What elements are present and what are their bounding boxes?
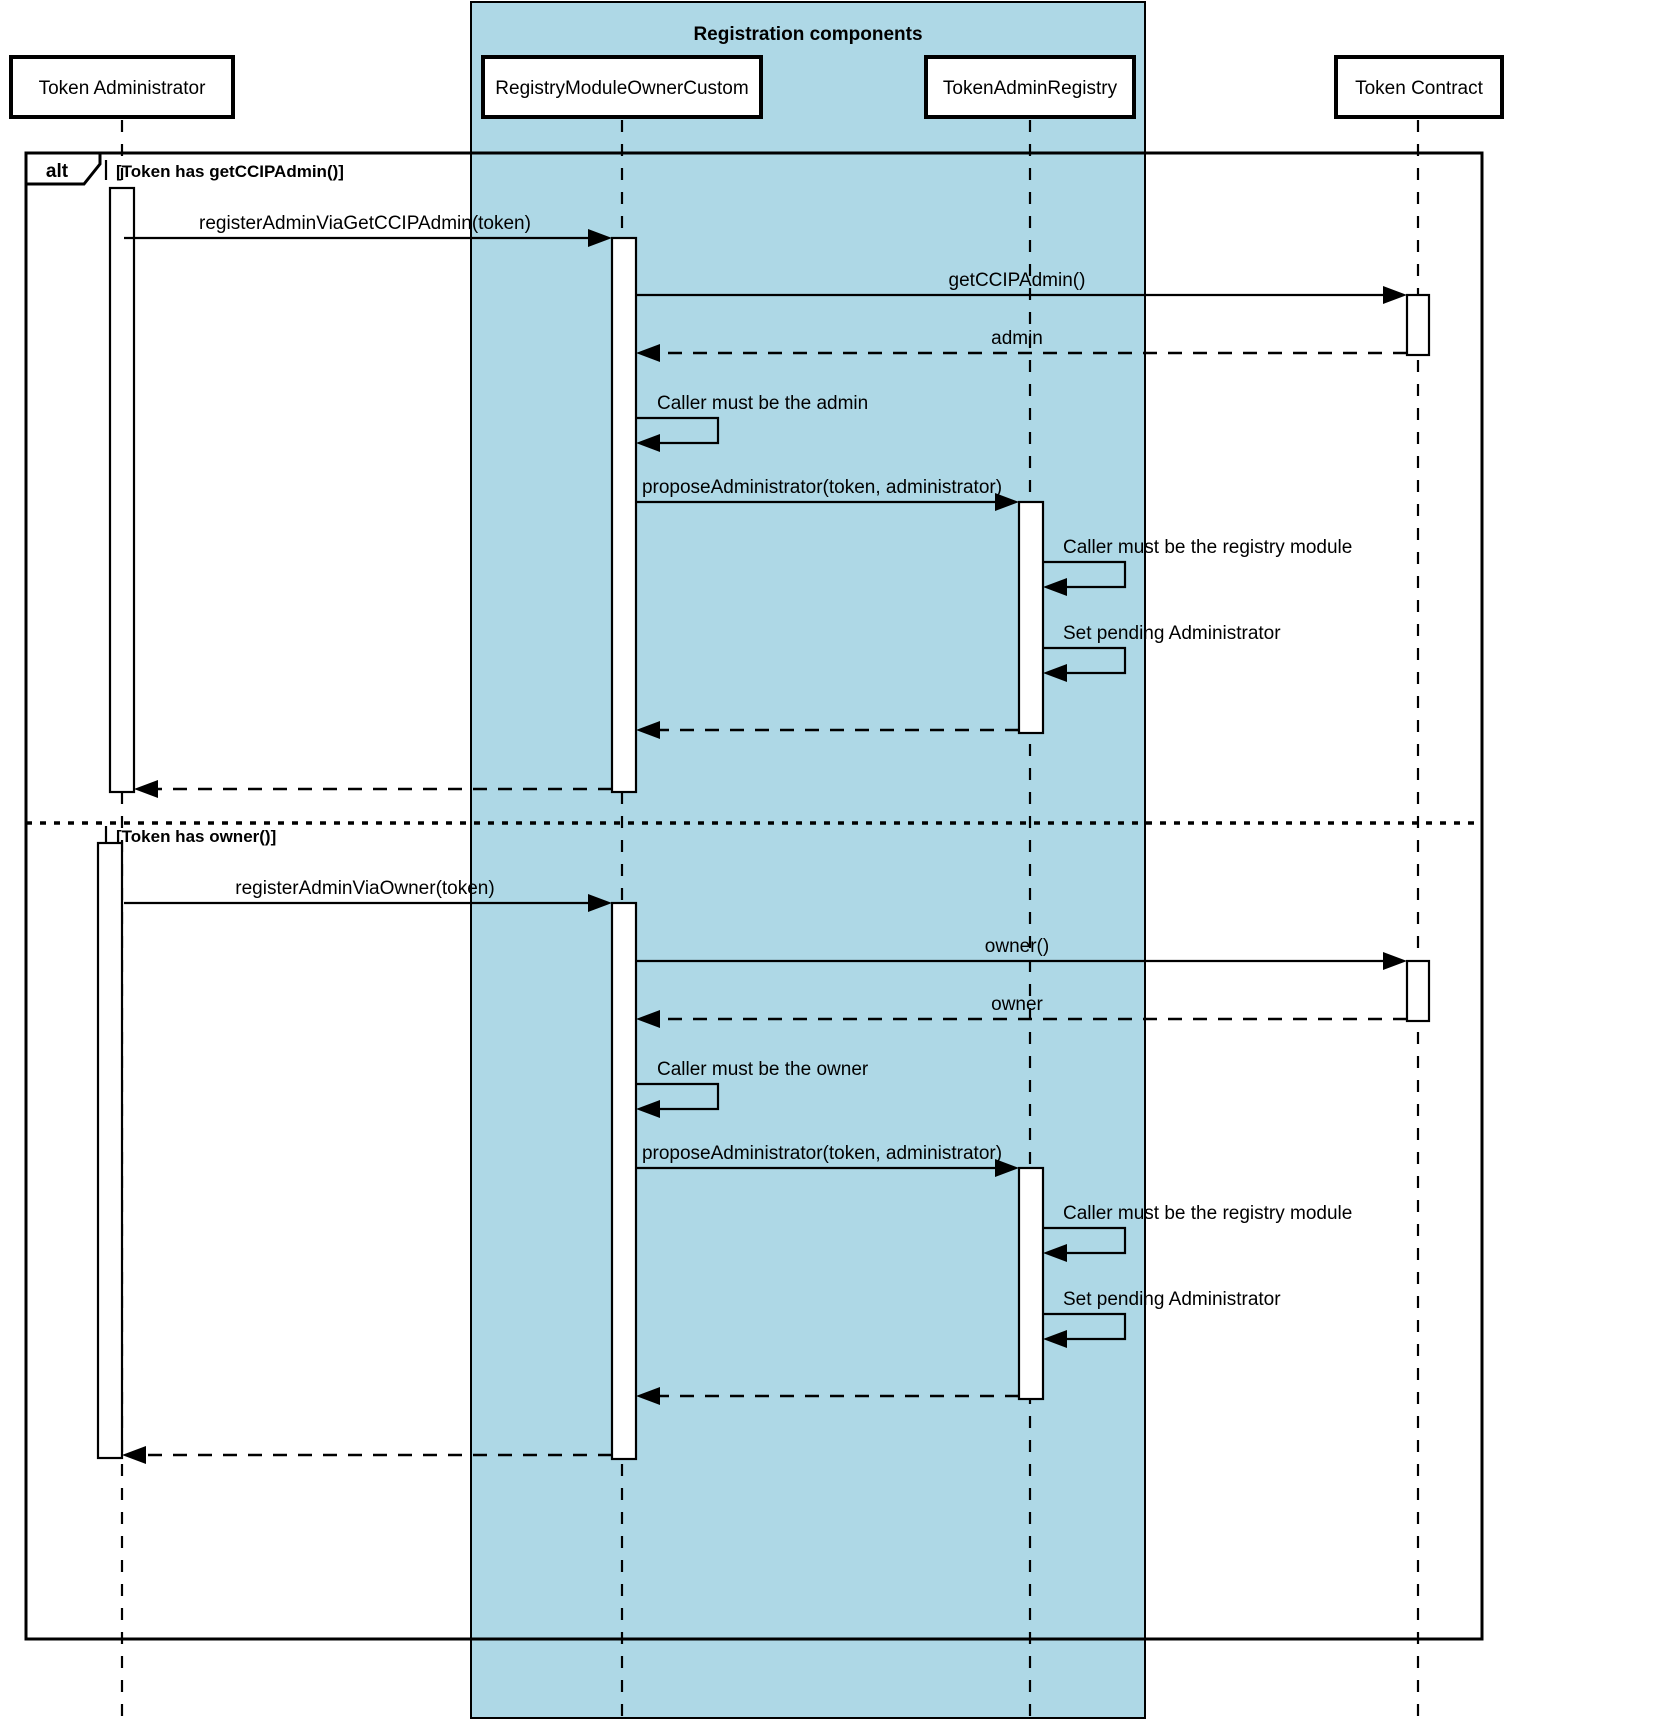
participant-token-contract[interactable]: Token Contract (1334, 55, 1504, 119)
message-propose-administrator-2[interactable]: proposeAdministrator(token, administrato… (636, 1143, 1019, 1177)
message-owner[interactable]: owner() (636, 936, 1407, 970)
arrowhead-filled-6 (1043, 578, 1067, 596)
self-message-path-15 (1043, 1226, 1127, 1255)
self-message-set-pending-administrator-2[interactable]: Set pending Administrator (1043, 1289, 1281, 1348)
message-return-register-admin-2[interactable] (122, 1446, 612, 1464)
participant-label-token-administrator: Token Administrator (39, 78, 207, 99)
group-registration-components: Registration components (470, 1, 1146, 1719)
arrowhead-filled-3 (636, 344, 660, 362)
activation-token-contract-1 (1405, 293, 1431, 357)
alt-frame-tab (24, 151, 102, 186)
self-message-path-4 (636, 416, 720, 445)
message-label-16: Set pending Administrator (1063, 1289, 1281, 1310)
message-label-15: Caller must be the registry module (1063, 1203, 1352, 1224)
message-label-13: Caller must be the owner (657, 1059, 869, 1080)
self-message-caller-must-be-registry-module-2[interactable]: Caller must be the registry module (1043, 1203, 1352, 1262)
participant-box-token-administrator[interactable] (9, 55, 235, 119)
message-label-1: registerAdminViaGetCCIPAdmin(token) (199, 213, 531, 234)
message-label-7: Set pending Administrator (1063, 623, 1281, 644)
arrowhead-filled-13 (636, 1100, 660, 1118)
arrowhead-filled-18 (122, 1446, 146, 1464)
arrowhead-filled-14 (995, 1159, 1019, 1177)
participant-box-registry-module-owner-custom[interactable] (481, 55, 763, 119)
participant-registry-module-owner-custom[interactable]: RegistryModuleOwnerCustom (481, 55, 763, 119)
alt-frame-operator: alt (46, 161, 69, 182)
participant-token-admin-registry[interactable]: TokenAdminRegistry (924, 55, 1136, 119)
participant-box-token-admin-registry[interactable] (924, 55, 1136, 119)
arrowhead-filled-5 (995, 493, 1019, 511)
activation-token-admin-registry-1 (1017, 500, 1045, 735)
arrowhead-filled-17 (636, 1387, 660, 1405)
message-propose-administrator-1[interactable]: proposeAdministrator(token, administrato… (636, 477, 1019, 511)
participant-token-administrator[interactable]: Token Administrator (9, 55, 235, 119)
arrowhead-filled-4 (636, 434, 660, 452)
participant-label-token-admin-registry: TokenAdminRegistry (943, 78, 1118, 99)
participant-box-token-contract[interactable] (1334, 55, 1504, 119)
activation-token-administrator-2 (96, 841, 124, 1460)
message-return-owner[interactable]: owner (636, 994, 1407, 1028)
arrowhead-filled-8 (636, 721, 660, 739)
self-message-path-6 (1043, 560, 1127, 589)
activation-bars (96, 186, 1431, 1461)
arrowhead-filled-12 (636, 1010, 660, 1028)
message-return-register-admin-1[interactable] (134, 780, 612, 798)
message-register-admin-via-get-ccip-admin[interactable]: registerAdminViaGetCCIPAdmin(token) (124, 213, 612, 247)
activation-registry-module-2 (610, 901, 638, 1461)
self-message-path-16 (1043, 1312, 1127, 1341)
self-message-set-pending-administrator-1[interactable]: Set pending Administrator (1043, 623, 1281, 682)
activation-registry-module-1 (610, 236, 638, 794)
self-message-path-7 (1043, 646, 1127, 675)
message-register-admin-via-owner[interactable]: registerAdminViaOwner(token) (124, 878, 612, 912)
activation-token-administrator-1 (108, 186, 136, 794)
arrowhead-filled-2 (1383, 286, 1407, 304)
arrowhead-filled-10 (588, 894, 612, 912)
activation-token-contract-2 (1405, 959, 1431, 1023)
self-message-path-13 (636, 1082, 720, 1111)
group-box-rect (470, 1, 1146, 1719)
message-label-6: Caller must be the registry module (1063, 537, 1352, 558)
arrowhead-filled-11 (1383, 952, 1407, 970)
message-get-ccip-admin[interactable]: getCCIPAdmin() (636, 270, 1407, 304)
message-label-2: getCCIPAdmin() (949, 270, 1086, 291)
participant-label-token-contract: Token Contract (1355, 78, 1484, 99)
participant-label-registry-module-owner-custom: RegistryModuleOwnerCustom (495, 78, 748, 99)
arrowhead-filled-9 (134, 780, 158, 798)
self-message-caller-must-be-the-admin[interactable]: Caller must be the admin (636, 393, 868, 452)
arrowhead-filled-7 (1043, 664, 1067, 682)
participant-headers: Token Administrator RegistryModuleOwnerC… (9, 55, 1504, 119)
message-return-propose-administrator-2[interactable] (636, 1387, 1019, 1405)
group-box-title: Registration components (693, 24, 922, 45)
message-label-3: admin (991, 328, 1043, 349)
message-label-14: proposeAdministrator(token, administrato… (642, 1143, 1002, 1164)
arrowhead-filled-16 (1043, 1330, 1067, 1348)
alt-guard-1: [Token has getCCIPAdmin()] (116, 162, 344, 181)
message-label-4: Caller must be the admin (657, 393, 868, 414)
activation-token-admin-registry-2 (1017, 1166, 1045, 1401)
arrowhead-filled-1 (588, 229, 612, 247)
alt-guard-2: [Token has owner()] (116, 827, 276, 846)
message-label-5: proposeAdministrator(token, administrato… (642, 477, 1002, 498)
message-label-10: registerAdminViaOwner(token) (235, 878, 494, 899)
alt-fragment: alt [Token has getCCIPAdmin()] [Token ha… (24, 151, 1484, 1641)
message-return-propose-administrator-1[interactable] (636, 721, 1019, 739)
message-label-11: owner() (985, 936, 1049, 957)
message-return-admin[interactable]: admin (636, 328, 1407, 362)
self-message-caller-must-be-the-owner[interactable]: Caller must be the owner (636, 1059, 869, 1118)
message-label-12: owner (991, 994, 1043, 1015)
alt-frame-rect (24, 151, 1484, 1641)
self-message-caller-must-be-registry-module-1[interactable]: Caller must be the registry module (1043, 537, 1352, 596)
arrowhead-filled-15 (1043, 1244, 1067, 1262)
